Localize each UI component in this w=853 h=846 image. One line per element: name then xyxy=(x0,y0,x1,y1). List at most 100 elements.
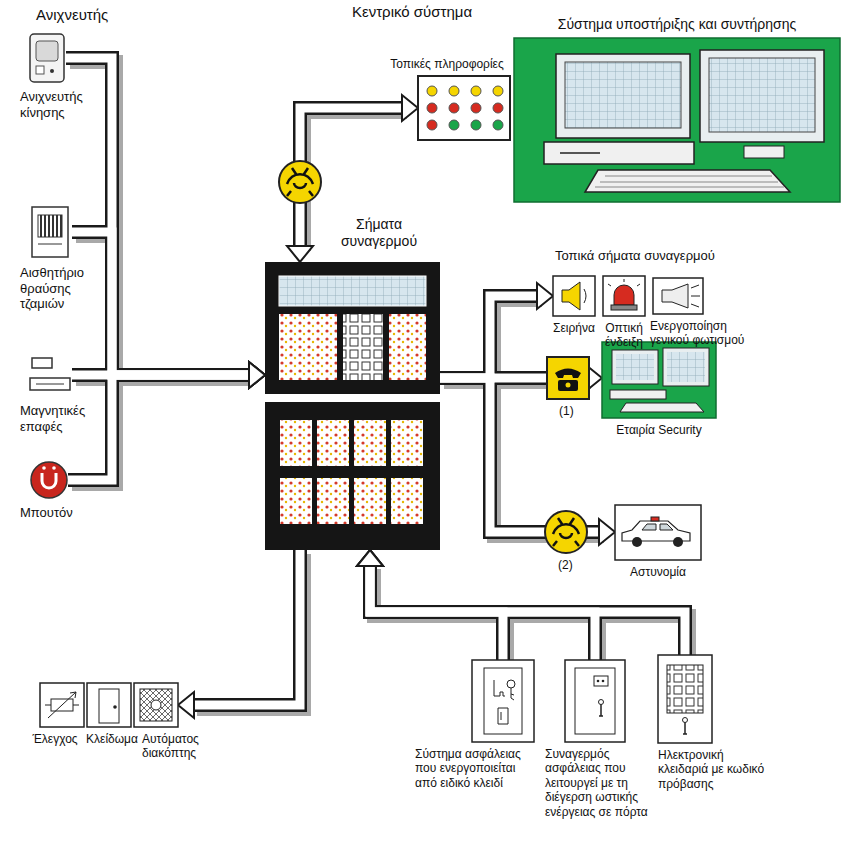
telephone-symbol xyxy=(555,369,581,379)
status-light-panel xyxy=(427,120,437,130)
motion-detector-icon xyxy=(36,66,44,74)
glass-break-sensor-icon xyxy=(32,207,68,257)
post-horn-symbol xyxy=(279,161,321,203)
arrow-head xyxy=(178,692,194,718)
keypad-lock-icon xyxy=(658,655,712,743)
motion-detector-icon xyxy=(50,69,54,73)
node-caption: Σειρήνα xyxy=(547,321,601,335)
node-caption: Ηλεκτρονική κλειδαριά με κωδικό πρόβασης xyxy=(658,748,770,791)
siren-icon xyxy=(562,282,580,310)
node-caption: Τοπικές πληροφορίες xyxy=(382,57,512,71)
arrow-head xyxy=(249,362,265,388)
post-horn-symbol xyxy=(545,511,587,553)
node-caption: Σύστημα ασφάλειας που ενεργοποιείται από… xyxy=(415,747,535,790)
security-company-computer xyxy=(616,354,654,380)
node-caption: Κλείδωμα xyxy=(84,732,140,746)
telephone-symbol xyxy=(558,380,578,391)
door-lock-icon xyxy=(99,689,119,723)
node-caption: Αστυνομία xyxy=(605,565,711,579)
access-device-icon: Συναγερμός ασφάλειας που λειτουργεί με τ… xyxy=(565,660,625,742)
access-device-icon: Ηλεκτρονική κλειδαριά με κωδικό πρόβασης xyxy=(658,655,712,743)
beacon-icon xyxy=(611,305,637,310)
connector-pipe xyxy=(66,58,250,375)
node-caption: Εταιρία Security xyxy=(602,423,716,437)
police-car-icon xyxy=(615,505,701,560)
alarm-output-icon: Σειρήνα xyxy=(553,276,595,316)
status-light-panel xyxy=(418,76,510,140)
police-box: Αστυνομία xyxy=(615,505,701,560)
key-switch-icon xyxy=(511,688,514,700)
door-lock-icon xyxy=(113,705,117,709)
glass-break-sensor-icon xyxy=(38,244,62,245)
control-panel xyxy=(317,420,349,466)
keypad-lock-icon xyxy=(683,718,688,723)
door-alarm-icon xyxy=(597,680,600,683)
node-caption: Συναγερμός ασφάλειας που λειτουργεί με τ… xyxy=(545,747,655,819)
security-company-computer xyxy=(602,342,716,418)
police-car-icon xyxy=(615,505,701,560)
node-caption: Ενεργοποίηση γενικού φωτισμού xyxy=(650,319,760,348)
post-horn-symbol xyxy=(545,511,587,553)
control-panel xyxy=(391,420,423,466)
status-light-panel xyxy=(418,76,510,140)
status-light-panel xyxy=(471,103,481,113)
node-caption: Σύστημα υποστήριξης και συντήρησης xyxy=(527,16,827,33)
door-alarm-icon xyxy=(565,660,625,742)
status-light-panel xyxy=(449,120,459,130)
security-company-computer xyxy=(612,350,658,384)
support-computer xyxy=(700,50,824,142)
control-panel xyxy=(265,402,440,550)
fan-switch-icon xyxy=(134,683,178,727)
node-caption: Οπτική ένδειξη xyxy=(601,321,647,350)
beacon-icon xyxy=(603,276,645,316)
node-caption: Μαγνητικές επαφές xyxy=(20,403,100,434)
motion-detector-icon xyxy=(30,34,64,82)
support-computer xyxy=(556,54,690,138)
arrow-head xyxy=(287,246,313,262)
control-unit: Σήματα συναγερμού xyxy=(265,262,440,550)
glass-break-sensor-icon xyxy=(32,207,68,257)
keypad-lock-icon xyxy=(667,665,703,713)
arrow-head xyxy=(249,362,265,388)
actuator-icon: Έλεγχος xyxy=(40,683,84,727)
push-button-icon xyxy=(52,466,56,470)
security-company-box: Εταιρία Security xyxy=(602,342,716,418)
arrow-head xyxy=(599,519,615,545)
magnetic-contacts-icon xyxy=(36,384,64,385)
connector-pipe xyxy=(72,232,250,375)
glass-break-sensor-icon xyxy=(38,215,62,237)
security-company-computer xyxy=(602,342,716,418)
detector-icon: Ανιχνευτής κίνησης xyxy=(28,32,66,84)
door-alarm-icon xyxy=(599,700,604,705)
magnetic-contacts-icon xyxy=(30,358,70,390)
support-computer xyxy=(709,58,815,132)
node-caption: Αισθητήριο θραύσης τζαμιών xyxy=(20,265,100,312)
post-horn-symbol xyxy=(553,518,579,546)
support-computer xyxy=(560,152,600,154)
node-caption: Αυτόματος διακόπτης xyxy=(142,732,214,761)
connector-pipe xyxy=(72,232,250,375)
floodlight-icon xyxy=(662,284,688,308)
beacon-icon xyxy=(608,279,640,286)
control-panel xyxy=(354,420,386,466)
siren-icon xyxy=(553,276,595,316)
detector-icon: Μαγνητικές επαφές xyxy=(28,352,72,398)
support-computer xyxy=(595,176,784,187)
connector-pipe xyxy=(440,378,600,532)
fan-switch-icon xyxy=(140,689,172,721)
police-car-icon xyxy=(651,517,659,521)
door-alarm-icon xyxy=(602,680,605,683)
security-company-computer xyxy=(620,403,704,412)
telephone-symbol xyxy=(547,357,589,399)
beacon-icon xyxy=(603,276,645,316)
control-sensor-icon xyxy=(45,705,79,706)
node-caption: Μπουτόν xyxy=(20,505,100,521)
security-company-computer xyxy=(663,348,709,386)
push-button-icon xyxy=(31,462,67,498)
status-light-panel xyxy=(427,103,437,113)
status-light-panel xyxy=(471,120,481,130)
telephone-symbol xyxy=(547,357,589,399)
